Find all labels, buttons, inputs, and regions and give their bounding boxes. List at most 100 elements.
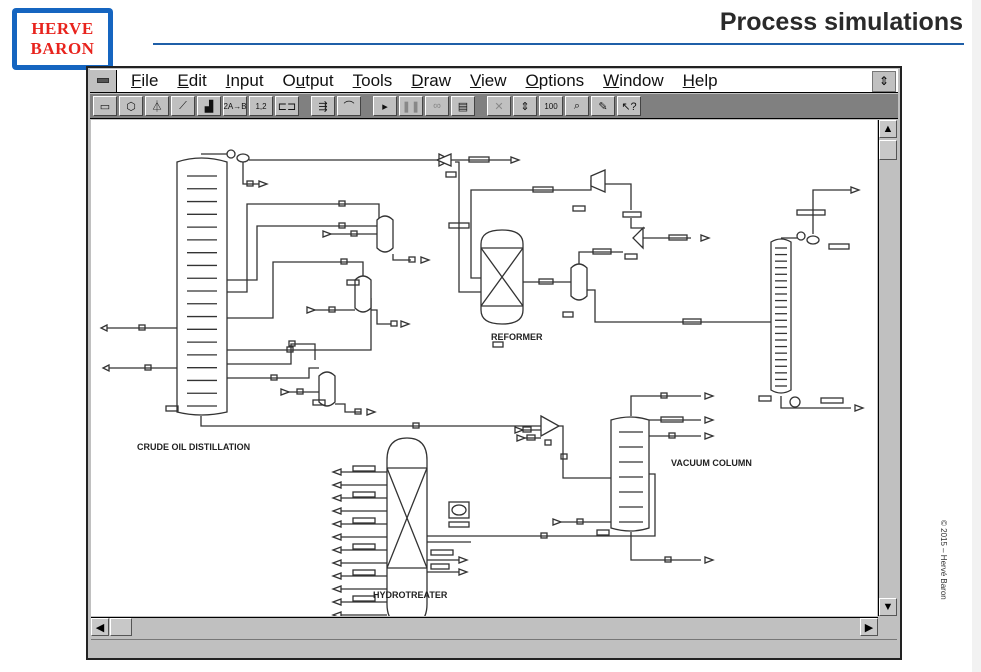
copyright: © 2015 – Hervé Baron [939, 520, 948, 600]
menu-options[interactable]: Options [525, 70, 585, 90]
label-reformer: REFORMER [491, 332, 543, 342]
delete-button[interactable]: ✕ [487, 96, 511, 116]
pencil-button[interactable]: ✎ [591, 96, 615, 116]
pause-icon: ❚❚ [401, 100, 421, 113]
ruler-button[interactable]: ▭ [93, 96, 117, 116]
outlet-arrow [331, 559, 342, 567]
outlet-arrow [331, 611, 342, 616]
split-icon: ⇕ [520, 100, 530, 113]
scroll-right-button[interactable]: ▶ [860, 618, 878, 636]
outlet-arrow [331, 572, 342, 580]
outlet-arrow [331, 533, 342, 541]
component-icon: ⬡ [126, 100, 136, 113]
bar-chart-icon: ▟ [204, 100, 214, 113]
glasses-icon: ∞ [433, 100, 441, 112]
component-button[interactable]: ⬡ [119, 96, 143, 116]
slide-margin [972, 0, 981, 672]
stream-label-box [352, 465, 376, 472]
report-button[interactable]: ▤ [451, 96, 475, 116]
reaction-button[interactable]: 2A→B [223, 96, 247, 116]
reformer-unit [435, 152, 771, 348]
curve-icon: ⟋ [179, 99, 187, 112]
slide-title: Process simulations [719, 8, 963, 36]
vacuum-column-unit [427, 392, 715, 564]
stream-label-box [352, 491, 376, 498]
menu-file[interactable]: File [131, 70, 159, 90]
outlet-arrow [331, 520, 342, 528]
report-icon: ▤ [457, 100, 469, 113]
logo-line-1: HERVE [31, 19, 94, 38]
horizontal-scrollbar[interactable]: ◀ ▶ [91, 617, 878, 638]
stream-button[interactable]: ⇶ [311, 96, 335, 116]
outlet-arrow [331, 481, 342, 489]
logo: HERVE BARON [12, 8, 113, 70]
simulator-window: File Edit Input Output Tools Draw View Options W… [86, 66, 902, 660]
restore-button[interactable]: ⇕ [872, 71, 896, 92]
hydrotreater-unit [331, 437, 471, 616]
outlet-arrow [331, 598, 342, 606]
flask-button[interactable]: ⏃ [145, 96, 169, 116]
flowsheet-diagram: CRUDE OIL DISTILLATION REFORMER VACUUM C… [99, 149, 865, 616]
delete-icon: ✕ [494, 100, 504, 113]
label-crude-oil-distillation: CRUDE OIL DISTILLATION [137, 442, 250, 452]
scroll-down-button[interactable]: ▼ [879, 598, 897, 616]
stream-label-box [352, 543, 376, 550]
menu-window[interactable]: Window [603, 70, 664, 90]
outlet-arrow [331, 585, 342, 593]
units-icon: 1,2 [255, 101, 267, 111]
flask-icon: ⏃ [151, 101, 163, 113]
menu-edit[interactable]: Edit [177, 70, 207, 90]
context-help-icon: ↖? [621, 100, 637, 113]
stream-label-box [352, 595, 376, 602]
outlet-arrow [331, 546, 342, 554]
unit-op-icon: ⊏⊐ [277, 100, 297, 113]
logo-line-2: BARON [30, 39, 95, 58]
title-divider [153, 43, 964, 45]
pause-button[interactable]: ❚❚ [399, 96, 423, 116]
zoom-button[interactable]: ⌕ [565, 96, 589, 116]
reaction-icon: 2A→B [223, 101, 247, 111]
curve-button[interactable]: ⟋ [171, 96, 195, 116]
crude-column [99, 149, 551, 429]
scroll-up-button[interactable]: ▲ [879, 120, 897, 138]
glasses-button[interactable]: ∞ [425, 96, 449, 116]
plot-button[interactable]: ⌒ [337, 96, 361, 116]
stream-icon: ⇶ [318, 100, 328, 113]
flowsheet-canvas[interactable]: CRUDE OIL DISTILLATION REFORMER VACUUM C… [91, 120, 877, 616]
system-menu-button[interactable] [90, 69, 117, 92]
horizontal-scroll-thumb[interactable] [110, 618, 132, 636]
system-menu-icon [97, 78, 109, 83]
unit-op-button[interactable]: ⊏⊐ [275, 96, 299, 116]
scroll-left-button[interactable]: ◀ [91, 618, 109, 636]
zoom-icon: ⌕ [573, 99, 581, 112]
toolbar: ▭ ⬡ ⏃ ⟋ ▟ 2A→B 1,2 ⊏⊐ ⇶ ⌒ ▸ ❚❚ ∞ ▤ ✕ ⇕ 100 ⌕ ✎ ↖? [90, 94, 898, 119]
outlet-arrow [331, 468, 342, 476]
menu-draw[interactable]: Draw [411, 70, 451, 90]
vertical-scroll-thumb[interactable] [879, 140, 897, 160]
menu-input[interactable]: Input [225, 70, 264, 90]
label-vacuum-column: VACUUM COLUMN [671, 458, 752, 468]
outlet-arrow [331, 494, 342, 502]
split-button[interactable]: ⇕ [513, 96, 537, 116]
menu-bar: File Edit Input Output Tools Draw View Options W… [90, 69, 898, 93]
outlet-arrow [331, 507, 342, 515]
zoom-100-icon: 100 [544, 101, 558, 111]
units-button[interactable]: 1,2 [249, 96, 273, 116]
menu-view[interactable]: View [469, 70, 507, 90]
stabilizer-column [758, 186, 865, 412]
run-icon: ▸ [382, 100, 388, 113]
menu-output[interactable]: Output [282, 70, 334, 90]
zoom-100-button[interactable]: 100 [539, 96, 563, 116]
plot-icon: ⌒ [343, 101, 355, 113]
bar-chart-button[interactable]: ▟ [197, 96, 221, 116]
run-button[interactable]: ▸ [373, 96, 397, 116]
context-help-button[interactable]: ↖? [617, 96, 641, 116]
status-bar [91, 639, 897, 657]
label-hydrotreater: HYDROTREATER [373, 590, 448, 600]
pencil-icon: ✎ [598, 100, 608, 113]
ruler-icon: ▭ [99, 100, 111, 113]
menu-tools[interactable]: Tools [352, 70, 393, 90]
menu-help[interactable]: Help [682, 70, 718, 90]
stream-label-box [352, 569, 376, 576]
vertical-scrollbar[interactable]: ▲ ▼ [878, 120, 899, 616]
